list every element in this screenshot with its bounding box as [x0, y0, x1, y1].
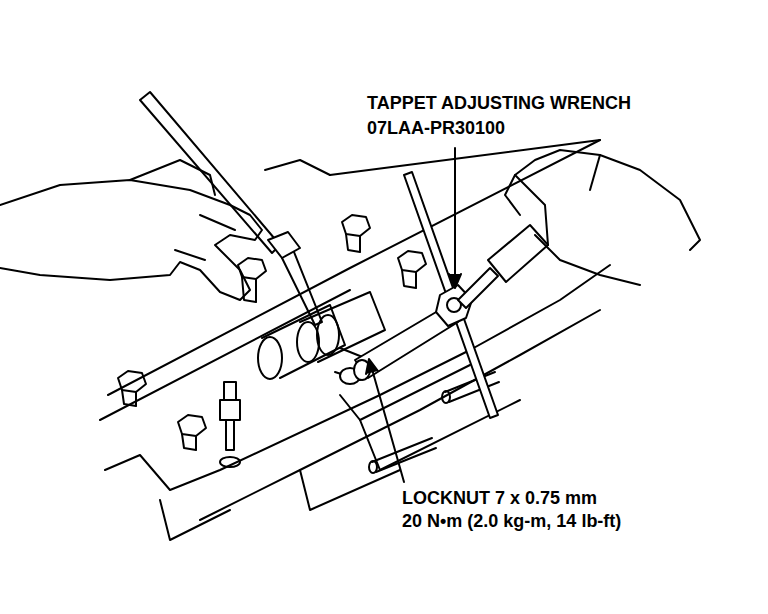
- part-spec: 07LAA-PR30100: [365, 118, 507, 138]
- rocker-arm: [258, 292, 385, 384]
- screwdriver: [458, 225, 548, 308]
- part-name: LOCKNUT 7 x 0.75 mm: [400, 488, 599, 508]
- part-name: TAPPET ADJUSTING WRENCH: [365, 93, 633, 113]
- cylinder-head: [100, 140, 610, 540]
- feeler-gauge: [140, 92, 322, 325]
- stud: [220, 382, 240, 467]
- part-spec: 20 N•m (2.0 kg-m, 14 lb-ft): [400, 511, 623, 531]
- left-hand: [0, 160, 262, 300]
- leader-line: [366, 148, 461, 482]
- right-hand: [505, 150, 700, 285]
